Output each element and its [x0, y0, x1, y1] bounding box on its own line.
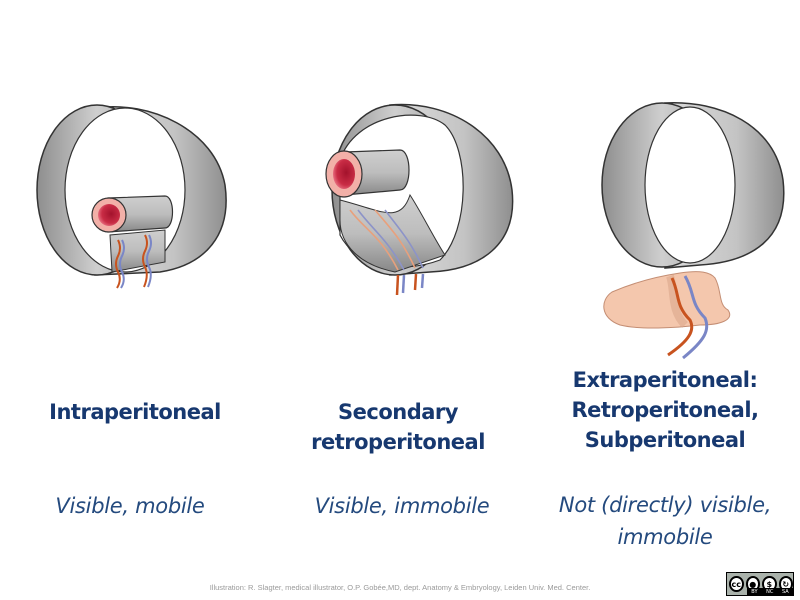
title-line: Subperitoneal	[584, 428, 746, 452]
artery	[667, 277, 694, 357]
intraperitoneal-description: Visible, mobile	[15, 490, 245, 522]
artery-exit	[395, 274, 400, 296]
intraperitoneal-title: Intraperitoneal	[20, 397, 250, 427]
artery-exit	[413, 273, 418, 291]
organ-lumen	[98, 204, 120, 226]
secondary-retroperitoneal-description: Visible, immobile	[287, 490, 517, 522]
illustration-credit: Illustration: R. Slagter, medical illust…	[209, 583, 591, 592]
description-line: Visible, mobile	[55, 494, 205, 518]
vein	[119, 239, 125, 289]
vein	[146, 234, 152, 288]
secondary-retroperitoneal-organ-diagram	[325, 103, 514, 296]
peritoneal-cavity-opening	[644, 106, 736, 264]
description-line: immobile	[617, 525, 713, 549]
license-by: BY	[751, 588, 758, 595]
vein	[682, 275, 709, 360]
intraperitoneal-organ-diagram	[36, 104, 227, 289]
artery	[142, 234, 148, 288]
title-line: Extraperitoneal:	[572, 368, 758, 392]
vein-exit	[401, 274, 406, 294]
license-nc: NC	[766, 588, 774, 595]
vein	[384, 209, 424, 269]
vein-exit	[420, 273, 425, 289]
artery	[349, 209, 399, 271]
description-line: Not (directly) visible,	[558, 493, 772, 517]
extraperitoneal-description: Not (directly) visible, immobile	[530, 489, 800, 553]
retroperitoneal-organ	[603, 271, 731, 329]
title-line: retroperitoneal	[311, 430, 485, 454]
title-line: Intraperitoneal	[49, 400, 221, 424]
extraperitoneal-title: Extraperitoneal: Retroperitoneal, Subper…	[545, 365, 785, 455]
title-line: Retroperitoneal,	[571, 398, 759, 422]
artery	[115, 239, 121, 289]
title-line: Secondary	[338, 400, 458, 424]
description-line: Visible, immobile	[314, 494, 490, 518]
organ-lumen	[333, 159, 355, 189]
license-terms-bar: BY NC SA	[747, 588, 793, 595]
cc-icon: cc	[729, 576, 744, 592]
extraperitoneal-organ-diagram	[601, 102, 785, 360]
organ-fold	[666, 274, 689, 328]
artery	[374, 209, 416, 269]
secondary-retroperitoneal-title: Secondary retroperitoneal	[283, 397, 513, 457]
creative-commons-license-badge[interactable]: cc ● $ ↻ BY NC SA	[726, 572, 794, 596]
license-sa: SA	[781, 588, 789, 595]
vein	[357, 209, 405, 271]
